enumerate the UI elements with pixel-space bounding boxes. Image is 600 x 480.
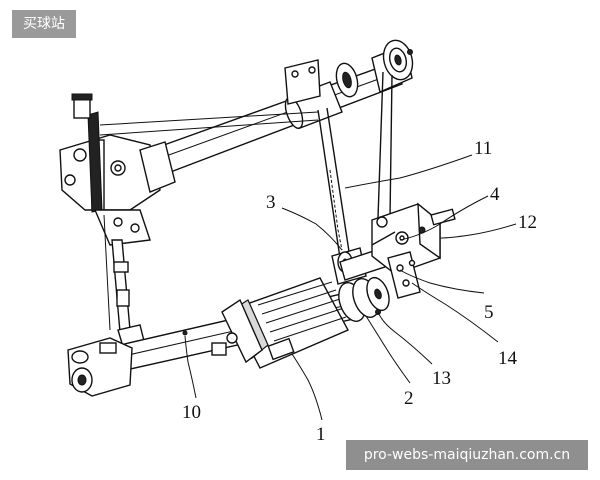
sprocket — [335, 62, 359, 98]
label-14: 14 — [498, 348, 518, 369]
label-3: 3 — [266, 192, 276, 213]
label-13: 13 — [432, 368, 451, 389]
upper-shaft — [149, 61, 403, 177]
callout-labels: 3 11 4 12 5 14 13 2 1 10 — [182, 138, 537, 445]
label-11: 11 — [474, 138, 492, 159]
lower-left-housing — [67, 337, 133, 397]
shaft-coupling — [338, 276, 390, 322]
site-watermark-bottom: pro-webs-maiqiuzhan.com.cn — [346, 440, 588, 470]
label-1: 1 — [316, 424, 326, 445]
top-mount-bracket — [284, 59, 321, 105]
servo-motor — [211, 277, 349, 369]
left-head-assembly — [59, 93, 176, 246]
connecting-rod — [317, 107, 351, 259]
top-pulley — [371, 39, 414, 93]
drive-belt — [377, 71, 393, 219]
label-5: 5 — [484, 302, 494, 323]
label-2: 2 — [404, 388, 414, 409]
label-12: 12 — [518, 212, 537, 233]
leader-lines — [184, 154, 517, 421]
tension-wires — [99, 111, 319, 136]
label-10: 10 — [182, 402, 201, 423]
label-4: 4 — [490, 184, 500, 205]
site-watermark-top: 买球站 — [12, 10, 76, 38]
